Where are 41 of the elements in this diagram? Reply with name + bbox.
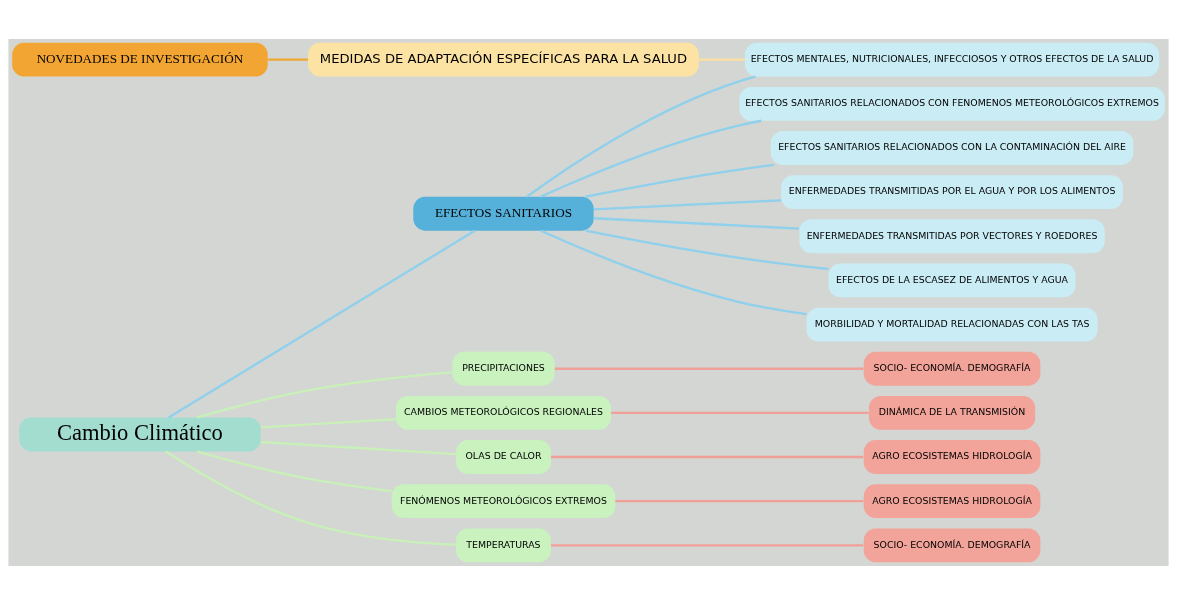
node-box: MEDIDAS DE ADAPTACIÓN ESPECÍFICAS PARA LA SALUD [308, 42, 699, 77]
node-box: ENFERMEDADES TRANSMITIDAS POR VECTORES Y ROEDORES [799, 219, 1105, 254]
connector [540, 119, 762, 198]
connector [554, 367, 864, 370]
node-box: PRECIPITACIONES [452, 351, 555, 386]
connector [611, 411, 869, 415]
connector [526, 75, 756, 198]
node-box: AGRO ECOSISTEMAS HIDROLOGÍA [863, 440, 1041, 474]
node-box: TEMPERATURAS [456, 528, 551, 563]
connector [260, 440, 456, 456]
node-box: MORBILIDAD Y MORTALIDAD RELACIONADAS CON LAS TAS [806, 307, 1098, 342]
connector [550, 544, 864, 547]
node-box: AGRO ECOSISTEMAS HIDROLOGÍA [863, 484, 1041, 519]
node-box: NOVEDADES DE INVESTIGACIÓN [12, 42, 268, 77]
connector [267, 58, 308, 61]
connector [593, 217, 800, 230]
node-box: OLAS DE CALOR [456, 440, 551, 474]
node-box: EFECTOS DE LA ESCASEZ DE ALIMENTOS Y AGUA [828, 263, 1076, 298]
connector [699, 58, 745, 61]
node-box: EFECTOS SANITARIOS RELACIONADOS CON LA CONTAMINACIÓN DEL AIRE [770, 131, 1134, 165]
node-box: DINÁMICA DE LA TRANSMISIÓN [868, 395, 1036, 430]
connector [196, 371, 452, 419]
node-box: EFECTOS SANITARIOS RELACIONADOS CON FENOMENOS METEOROLÓGICOS EXTREMOS [739, 86, 1165, 121]
connector [585, 163, 775, 198]
node-box: EFECTOS MENTALES, NUTRICIONALES, INFECCIOSOS Y OTROS EFECTOS DE LA SALUD [744, 42, 1160, 77]
connector [593, 199, 782, 211]
node-box: ENFERMEDADES TRANSMITIDAS POR EL AGUA Y POR LOS ALIMENTOS [781, 175, 1123, 210]
connector [168, 229, 476, 419]
node-box: EFECTOS SANITARIOS [413, 196, 594, 231]
node-box: FENÓMENOS METEOROLÓGICOS EXTREMOS [391, 484, 616, 519]
connector [260, 418, 396, 429]
node-box: SOCIO- ECONOMÍA. DEMOGRAFÍA [863, 528, 1041, 563]
connector [165, 450, 457, 546]
connector [615, 500, 864, 503]
connector [196, 450, 392, 493]
connector [585, 229, 829, 271]
connector [550, 455, 864, 459]
node-box: Cambio Climático [19, 417, 261, 452]
node-box: SOCIO- ECONOMÍA. DEMOGRAFÍA [863, 351, 1041, 386]
node-box: CAMBIOS METEOROLÓGICOS REGIONALES [395, 395, 612, 430]
connector [540, 229, 807, 316]
